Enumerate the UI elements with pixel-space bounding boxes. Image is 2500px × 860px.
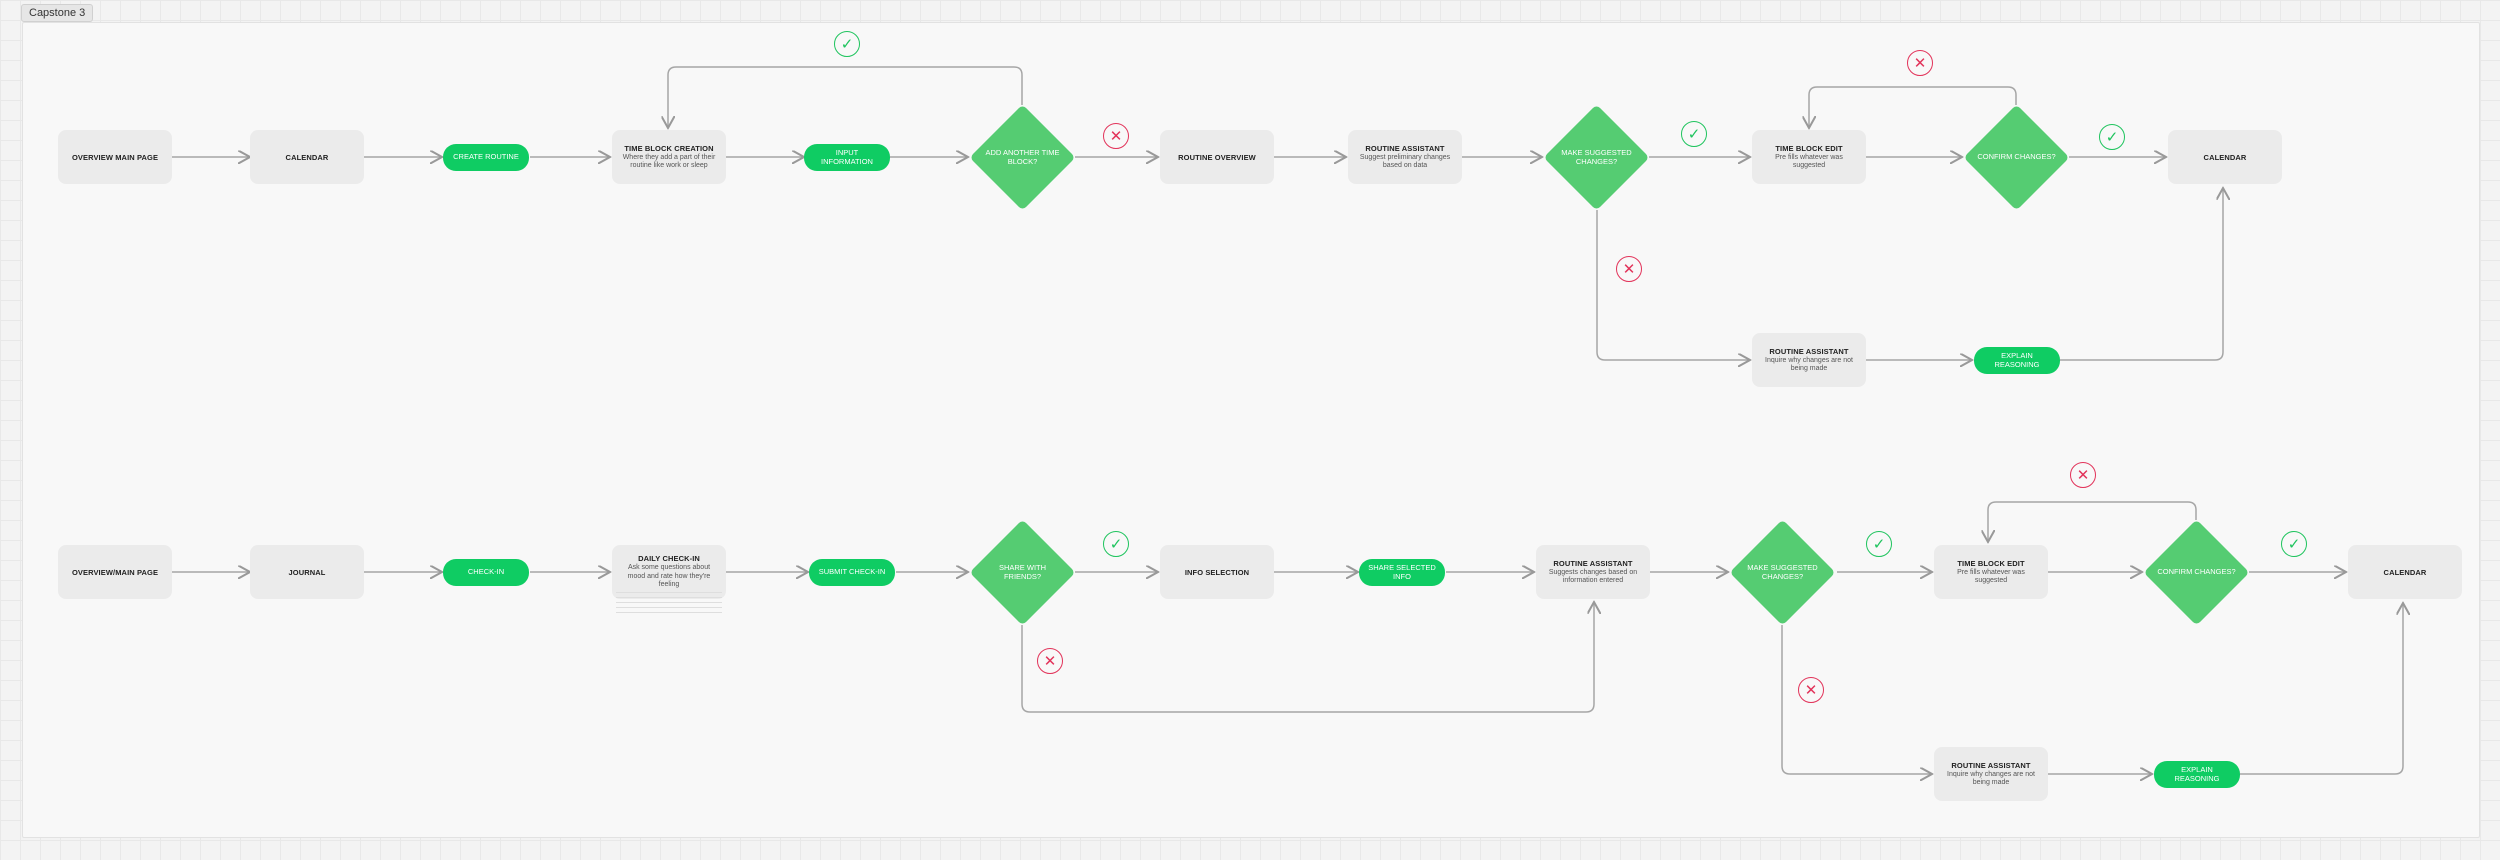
step-description: Inquire why changes are not being made [1947, 770, 2035, 786]
calendar-step[interactable]: CALENDAR [250, 130, 364, 184]
connector [668, 66, 1023, 128]
journal-step[interactable]: JOURNAL [250, 545, 364, 599]
step-description: Pre fills whatever was suggested [1775, 153, 1843, 169]
step-title: ROUTINE ASSISTANT [1769, 346, 1849, 356]
time-block-edit-step[interactable]: TIME BLOCK EDIT Pre fills whatever was s… [1752, 130, 1866, 184]
connector [2240, 603, 2403, 775]
check-icon: ✓ [2281, 531, 2307, 557]
check-icon: ✓ [834, 31, 860, 57]
confirm-changes-decision[interactable]: CONFIRM CHANGES? [2143, 519, 2250, 626]
routine-assistant-step[interactable]: ROUTINE ASSISTANT Suggest preliminary ch… [1348, 130, 1462, 184]
routine-overview-step[interactable]: ROUTINE OVERVIEW [1160, 130, 1274, 184]
frame-title[interactable]: Capstone 3 [21, 4, 94, 22]
step-description: Suggests changes based on information en… [1548, 568, 1638, 584]
connector [1809, 86, 2017, 128]
overview-main-page-step[interactable]: OVERVIEW/MAIN PAGE [58, 545, 172, 599]
step-title: TIME BLOCK EDIT [1957, 558, 2025, 568]
calendar-end-step[interactable]: CALENDAR [2348, 545, 2462, 599]
step-title: OVERVIEW MAIN PAGE [71, 152, 159, 162]
check-icon: ✓ [1866, 531, 1892, 557]
routine-assistant-inquire-step[interactable]: ROUTINE ASSISTANT Inquire why changes ar… [1752, 333, 1866, 387]
connector [1596, 210, 1750, 360]
step-title: JOURNAL [288, 567, 326, 577]
routine-assistant-step[interactable]: ROUTINE ASSISTANT Suggests changes based… [1536, 545, 1650, 599]
time-block-edit-step[interactable]: TIME BLOCK EDIT Pre fills whatever was s… [1934, 545, 2048, 599]
cross-icon: ✕ [1907, 50, 1933, 76]
form-lines [616, 592, 722, 626]
step-description: Pre fills whatever was suggested [1957, 568, 2025, 584]
submit-check-in-action[interactable]: SUBMIT CHECK-IN [809, 559, 895, 586]
step-title: ROUTINE ASSISTANT [1553, 558, 1633, 568]
share-with-friends-decision[interactable]: SHARE WITH FRIENDS? [969, 519, 1076, 626]
input-information-action[interactable]: INPUT INFORMATION [804, 144, 890, 171]
connector [1021, 602, 1594, 713]
cross-icon: ✕ [1616, 256, 1642, 282]
step-description: Suggest preliminary changes based on dat… [1359, 153, 1451, 169]
connector [1988, 501, 2197, 542]
overview-main-page-step[interactable]: OVERVIEW MAIN PAGE [58, 130, 172, 184]
routine-assistant-inquire-step[interactable]: ROUTINE ASSISTANT Inquire why changes ar… [1934, 747, 2048, 801]
step-description: Inquire why changes are not being made [1765, 356, 1853, 372]
decision-label: MAKE SUGGESTED CHANGES? [1747, 562, 1818, 581]
cross-icon: ✕ [2070, 462, 2096, 488]
share-selected-info-action[interactable]: SHARE SELECTED INFO [1359, 559, 1445, 586]
decision-label: SHARE WITH FRIENDS? [998, 562, 1047, 581]
step-title: ROUTINE ASSISTANT [1951, 760, 2031, 770]
step-title: CALENDAR [285, 152, 329, 162]
decision-label: CONFIRM CHANGES? [2157, 567, 2236, 577]
step-title: CALENDAR [2203, 152, 2247, 162]
decision-label: ADD ANOTHER TIME BLOCK? [985, 147, 1060, 166]
check-in-action[interactable]: CHECK-IN [443, 559, 529, 586]
step-description: Where they add a part of their routine l… [622, 153, 716, 169]
step-title: ROUTINE OVERVIEW [1178, 152, 1256, 162]
add-another-time-block-decision[interactable]: ADD ANOTHER TIME BLOCK? [969, 104, 1076, 211]
make-suggested-changes-decision[interactable]: MAKE SUGGESTED CHANGES? [1543, 104, 1650, 211]
step-title: TIME BLOCK EDIT [1775, 143, 1843, 153]
check-icon: ✓ [2099, 124, 2125, 150]
create-routine-action[interactable]: CREATE ROUTINE [443, 144, 529, 171]
explain-reasoning-action[interactable]: EXPLAIN REASONING [2154, 761, 2240, 788]
daily-check-in-step[interactable]: DAILY CHECK-IN Ask some questions about … [612, 545, 726, 599]
connector [1781, 625, 1932, 774]
step-title: CALENDAR [2383, 567, 2427, 577]
decision-label: CONFIRM CHANGES? [1977, 152, 2056, 162]
calendar-end-step[interactable]: CALENDAR [2168, 130, 2282, 184]
step-title: INFO SELECTION [1184, 567, 1250, 577]
connector [2060, 188, 2223, 361]
check-icon: ✓ [1103, 531, 1129, 557]
cross-icon: ✕ [1798, 677, 1824, 703]
step-title: ROUTINE ASSISTANT [1365, 143, 1445, 153]
check-icon: ✓ [1681, 121, 1707, 147]
step-title: OVERVIEW/MAIN PAGE [71, 567, 159, 577]
step-title: TIME BLOCK CREATION [624, 143, 714, 153]
explain-reasoning-action[interactable]: EXPLAIN REASONING [1974, 347, 2060, 374]
step-title: DAILY CHECK-IN [638, 554, 700, 564]
confirm-changes-decision[interactable]: CONFIRM CHANGES? [1963, 104, 2070, 211]
info-selection-step[interactable]: INFO SELECTION [1160, 545, 1274, 599]
step-description: Ask some questions about mood and rate h… [627, 564, 711, 589]
time-block-creation-step[interactable]: TIME BLOCK CREATION Where they add a par… [612, 130, 726, 184]
cross-icon: ✕ [1037, 648, 1063, 674]
decision-label: MAKE SUGGESTED CHANGES? [1561, 147, 1632, 166]
make-suggested-changes-decision[interactable]: MAKE SUGGESTED CHANGES? [1729, 519, 1836, 626]
cross-icon: ✕ [1103, 123, 1129, 149]
